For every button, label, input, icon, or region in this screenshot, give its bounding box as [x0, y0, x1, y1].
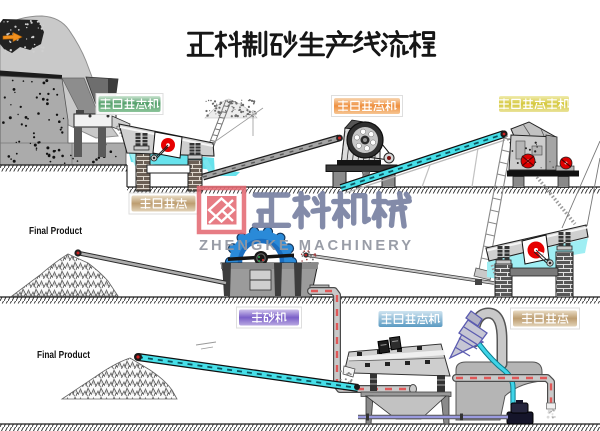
svg-text:Final Product: Final Product: [37, 349, 90, 361]
svg-text:ZHENGKE MACHINERY: ZHENGKE MACHINERY: [199, 237, 414, 254]
svg-text:Final Product: Final Product: [29, 225, 82, 237]
